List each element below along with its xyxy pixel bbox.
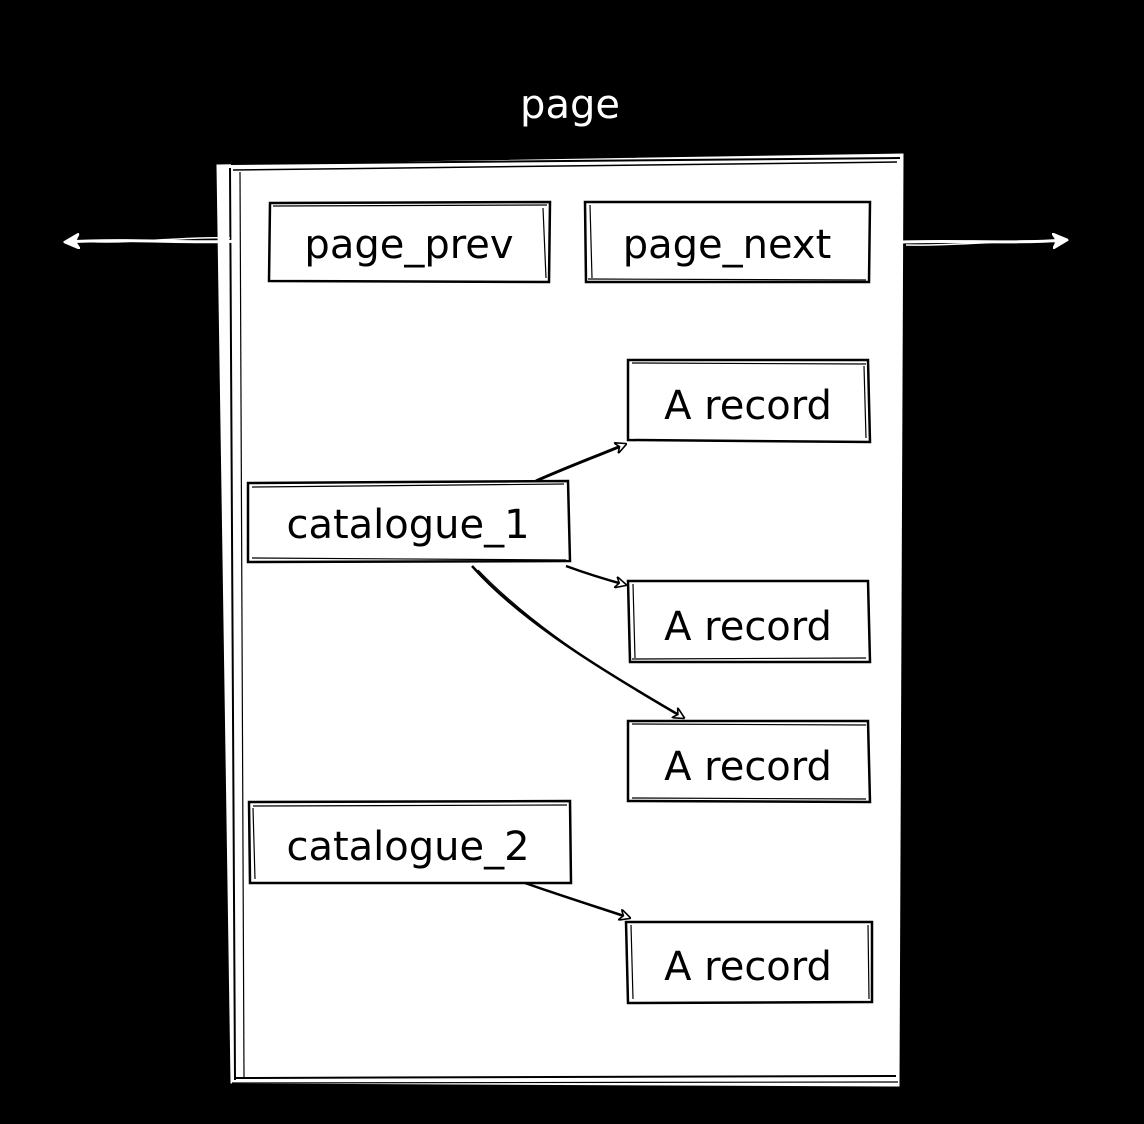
record-box-1: A record <box>626 358 872 444</box>
page-container <box>216 153 904 1087</box>
arrow-catalogue-1-to-record-2 <box>565 564 626 585</box>
page-prev-box: page_prev <box>267 200 552 284</box>
record-label-2: A record <box>664 604 832 650</box>
catalogue-2-label: catalogue_2 <box>286 824 529 870</box>
record-box-3: A record <box>626 719 872 804</box>
page-next-label: page_next <box>623 222 832 268</box>
record-box-4: A record <box>624 920 874 1005</box>
catalogue-2-box: catalogue_2 <box>247 799 573 885</box>
record-label-1: A record <box>664 383 832 429</box>
page-prev-label: page_prev <box>304 222 513 268</box>
record-box-2: A record <box>626 579 872 664</box>
arrow-catalogue-1-to-record-1 <box>535 444 626 483</box>
arrow-catalogue-2-to-record-4 <box>524 881 630 918</box>
record-label-4: A record <box>664 944 832 990</box>
catalogue-1-label: catalogue_1 <box>286 502 529 548</box>
page-title: page <box>520 82 620 128</box>
page-next-box: page_next <box>583 200 872 284</box>
record-label-3: A record <box>664 744 832 790</box>
next-arrow <box>901 240 1066 245</box>
catalogue-1-box: catalogue_1 <box>246 479 572 564</box>
prev-arrow <box>66 238 239 242</box>
arrow-catalogue-1-to-record-3 <box>471 565 684 718</box>
